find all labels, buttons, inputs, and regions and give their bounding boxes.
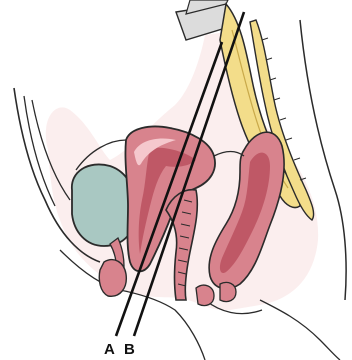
buttock-contour-line — [260, 300, 340, 360]
perineal-body — [196, 285, 214, 305]
labia — [99, 260, 126, 297]
label-a: A — [104, 341, 115, 358]
anal-canal — [220, 282, 236, 301]
label-b: B — [124, 341, 135, 358]
